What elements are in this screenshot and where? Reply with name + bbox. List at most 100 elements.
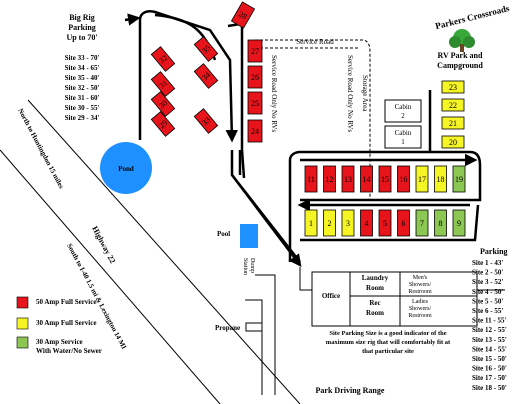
parking-line: Site 18 - 50': [472, 384, 507, 392]
site-3[interactable]: 3: [341, 209, 355, 237]
site-24[interactable]: 24: [247, 119, 263, 143]
big-rig-line: Site 33 - 70': [65, 54, 100, 62]
size-note-2: maximum size rig that will comfortably f…: [326, 339, 451, 346]
site-marker[interactable]: [341, 165, 355, 193]
site-13[interactable]: 13: [341, 165, 355, 193]
site-marker[interactable]: [415, 209, 429, 237]
site-marker[interactable]: [434, 209, 447, 237]
recroom-label-1: Rec: [369, 299, 380, 307]
site-marker[interactable]: [378, 209, 392, 237]
site-8[interactable]: 8: [434, 209, 447, 237]
legend-label: 30 Amp Full Service: [36, 319, 96, 327]
parking-heading: Parking: [480, 247, 508, 256]
site-marker[interactable]: [441, 98, 465, 112]
site-32[interactable]: 32: [150, 46, 176, 72]
site-marker[interactable]: [323, 165, 336, 193]
site-marker[interactable]: [193, 63, 219, 89]
site-label: 26: [251, 73, 259, 82]
site-7[interactable]: 7: [415, 209, 429, 237]
site-marker[interactable]: [150, 91, 176, 117]
site-label: 17: [418, 175, 426, 184]
laundry-label-2: Room: [366, 284, 384, 292]
site-16[interactable]: 16: [397, 165, 410, 193]
ladies-label-2: Showers/: [409, 306, 432, 312]
site-marker[interactable]: [434, 165, 447, 193]
site-marker[interactable]: [441, 135, 465, 149]
propane: Propane: [215, 322, 263, 332]
site-marker[interactable]: [193, 108, 219, 134]
site-marker[interactable]: [304, 165, 318, 193]
site-21[interactable]: 21: [441, 116, 465, 130]
site-15[interactable]: 15: [378, 165, 392, 193]
site-marker[interactable]: [247, 119, 263, 143]
parking-line: Site 3 - 52': [472, 278, 503, 286]
site-11[interactable]: 11: [304, 165, 318, 193]
site-marker[interactable]: [150, 46, 176, 72]
big-rig-line: Site 32 - 50': [65, 84, 100, 92]
cabin-2-label-b: 2: [401, 112, 405, 120]
site-33[interactable]: 33: [193, 108, 219, 134]
site-1[interactable]: 1: [304, 209, 318, 237]
site-20[interactable]: 20: [441, 135, 465, 149]
parking-line: Site 14 - 55': [472, 345, 507, 353]
size-note: Site Parking Size is a good indicator of…: [326, 330, 451, 355]
site-marker[interactable]: [150, 111, 176, 137]
site-marker[interactable]: [341, 209, 355, 237]
site-label: 25: [251, 99, 259, 108]
site-5[interactable]: 5: [378, 209, 392, 237]
site-marker[interactable]: [247, 65, 263, 89]
site-marker[interactable]: [247, 91, 263, 115]
site-2[interactable]: 2: [323, 209, 336, 237]
site-marker[interactable]: [230, 1, 256, 29]
site-30[interactable]: 30: [150, 91, 176, 117]
big-rig-line: Site 31 - 60': [65, 94, 100, 102]
site-marker[interactable]: [452, 165, 466, 193]
site-marker[interactable]: [441, 116, 465, 130]
site-22[interactable]: 22: [441, 98, 465, 112]
parking-info: Parking Site 1 - 43'Site 2 - 50'Site 3 -…: [472, 247, 508, 392]
site-marker[interactable]: [452, 209, 466, 237]
legend-label-2: With Water/No Sewer: [36, 347, 102, 355]
parking-line: Site 15 - 50': [472, 355, 507, 363]
site-label: 11: [307, 175, 315, 184]
site-label: 29: [157, 118, 169, 130]
pool-label: Pool: [217, 230, 230, 238]
site-18[interactable]: 18: [434, 165, 447, 193]
site-34[interactable]: 34: [193, 63, 219, 89]
site-9[interactable]: 9: [452, 209, 466, 237]
mens-label-1: Men's: [413, 275, 428, 281]
site-23[interactable]: 23: [441, 80, 465, 94]
parking-line: Site 1 - 43': [472, 259, 503, 267]
site-marker[interactable]: [397, 209, 410, 237]
site-28[interactable]: 28: [230, 1, 256, 29]
site-25[interactable]: 25: [247, 91, 263, 115]
site-12[interactable]: 12: [323, 165, 336, 193]
site-27[interactable]: 27: [247, 39, 263, 63]
site-label: 7: [420, 219, 424, 228]
site-35[interactable]: 35: [193, 36, 219, 62]
site-26[interactable]: 26: [247, 65, 263, 89]
site-19[interactable]: 19: [452, 165, 466, 193]
site-label: 18: [437, 175, 445, 184]
site-marker[interactable]: [378, 165, 392, 193]
site-marker[interactable]: [150, 71, 176, 97]
site-6[interactable]: 6: [397, 209, 410, 237]
site-marker[interactable]: [441, 80, 465, 94]
parking-line: Site 11 - 55': [472, 317, 506, 325]
site-4[interactable]: 4: [360, 209, 373, 237]
site-29[interactable]: 29: [150, 111, 176, 137]
site-marker[interactable]: [360, 165, 373, 193]
legend-swatch: [16, 317, 29, 330]
site-marker[interactable]: [323, 209, 336, 237]
site-label: 32: [157, 53, 169, 65]
site-14[interactable]: 14: [360, 165, 373, 193]
site-marker[interactable]: [304, 209, 318, 237]
site-marker[interactable]: [415, 165, 429, 193]
parking-line: Site 5 - 50': [472, 297, 503, 305]
site-marker[interactable]: [397, 165, 410, 193]
site-17[interactable]: 17: [415, 165, 429, 193]
site-31[interactable]: 31: [150, 71, 176, 97]
site-marker[interactable]: [247, 39, 263, 63]
site-marker[interactable]: [193, 36, 219, 62]
site-marker[interactable]: [360, 209, 373, 237]
